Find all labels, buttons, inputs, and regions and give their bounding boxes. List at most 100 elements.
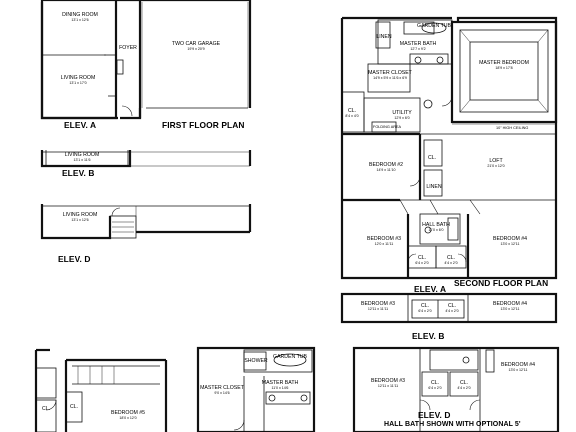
cl-left-label: CL. 8'4 x 4'0 xyxy=(345,108,358,118)
dining-room-label: DINING ROOM 13'1 x 12'6 xyxy=(62,12,98,22)
living-room-d-label: LIVING ROOM 13'1 x 12'6 xyxy=(63,212,98,222)
bottom-bedroom3-label: BEDROOM #3 12'11 x 11'11 xyxy=(371,378,405,388)
dining-room-name: DINING ROOM xyxy=(62,12,98,18)
foyer-label: FOYER xyxy=(119,45,137,51)
bedroom2-dim: 14'9 x 11'10 xyxy=(376,168,396,172)
bedroom5-name: BEDROOM #5 xyxy=(110,410,146,416)
bottom-cl2-label: CL. 4'4 x 2'0 xyxy=(457,380,470,390)
elev-b-caption-left: ELEV. B xyxy=(62,168,95,178)
utility-dim: 12'9 x 6'0 xyxy=(394,116,410,120)
bottom-cl1-label: CL. 6'4 x 2'0 xyxy=(428,380,441,390)
master-closet-label: MASTER CLOSET 14'9 x 5'9 x 11'6 x 6'9 xyxy=(368,70,412,80)
living-room-b-dim: 13'1 x 11'6 xyxy=(73,158,91,162)
garage-dim: 19'9 x 20'9 xyxy=(187,47,205,51)
garden-tub-label: GARDEN TUB xyxy=(417,23,451,29)
bedroom4-label: BEDROOM #4 13'0 x 12'11 xyxy=(493,236,527,246)
master-bath-dim: 12'7 x 9'2 xyxy=(410,47,426,51)
elev-a-caption-left: ELEV. A xyxy=(64,120,97,130)
bedroom3-name: BEDROOM #3 xyxy=(366,236,402,242)
elev-b-bedroom3-label: BEDROOM #3 12'11 x 11'11 xyxy=(361,301,395,311)
cl-b4-dim: 4'4 x 2'0 xyxy=(444,261,458,265)
second-floor-elev-b xyxy=(340,292,558,324)
bedroom3-dim: 12'0 x 11'11 xyxy=(374,242,394,246)
bottom-bedroom3-name: BEDROOM #3 xyxy=(370,378,406,384)
elev-a-caption-right: ELEV. A xyxy=(414,284,447,294)
bedroom4-name: BEDROOM #4 xyxy=(492,236,528,242)
second-floor-plan-title: SECOND FLOOR PLAN xyxy=(454,278,549,288)
bottom-garden-tub-label: GARDEN TUB xyxy=(273,354,307,360)
elev-b-cl2-dim: 4'4 x 2'0 xyxy=(445,309,459,313)
first-floor-elev-d xyxy=(40,204,252,240)
bottom-right-plan xyxy=(352,346,560,432)
bottom-master-bath-dim: 11'0 x 14'6 xyxy=(271,386,289,390)
elev-b-cl1-label: CL. 6'4 x 2'0 xyxy=(418,303,431,313)
cl-b3-dim: 6'4 x 2'0 xyxy=(415,261,429,265)
hall-bath-dim: 11'0 x 6'0 xyxy=(428,228,444,232)
folding-area-label: FOLDING AREA xyxy=(373,125,402,129)
cl-b3-name: CL. xyxy=(417,255,427,261)
bottom-bedroom4-dim: 13'0 x 12'11 xyxy=(508,368,528,372)
living-room-b-label: LIVING ROOM 13'1 x 11'6 xyxy=(65,152,100,162)
cl-left-name: CL. xyxy=(347,108,357,114)
utility-label: UTILITY 12'9 x 6'0 xyxy=(392,110,411,120)
bottom-cl2-name: CL. xyxy=(459,380,469,386)
cl-left-dim: 8'4 x 4'0 xyxy=(345,114,359,118)
bottom-cl-left2-label: CL. xyxy=(69,404,79,410)
elev-b-bedroom4-dim: 13'0 x 12'11 xyxy=(500,307,520,311)
loft-label: LOFT 21'0 x 12'0 xyxy=(487,158,504,168)
bedroom2-label: BEDROOM #2 14'9 x 11'10 xyxy=(369,162,403,172)
elev-d-caption-left: ELEV. D xyxy=(58,254,91,264)
bedroom5-label: BEDROOM #5 18'0 x 12'0 xyxy=(111,410,145,420)
cl-b4-label: CL. 4'4 x 2'0 xyxy=(444,255,457,265)
living-room-a-label: LIVING ROOM 13'1 x 17'0 xyxy=(61,75,96,85)
cl-mid-label: CL. xyxy=(427,155,437,161)
bottom-cl1-dim: 6'4 x 2'0 xyxy=(428,386,442,390)
elev-b-bedroom4-name: BEDROOM #4 xyxy=(492,301,528,307)
master-bath-name: MASTER BATH xyxy=(399,41,437,47)
hall-bath-name: HALL BATH xyxy=(422,222,450,228)
dining-room-dim: 13'1 x 12'6 xyxy=(71,18,89,22)
bottom-cl2-dim: 4'4 x 2'0 xyxy=(457,386,471,390)
elev-b-caption-right: ELEV. B xyxy=(412,331,445,341)
bottom-bedroom4-name: BEDROOM #4 xyxy=(500,362,536,368)
loft-name: LOFT xyxy=(489,158,503,164)
living-room-a-dim: 13'1 x 17'0 xyxy=(69,81,87,85)
master-bath-label: MASTER BATH 12'7 x 9'2 xyxy=(400,41,437,51)
garage-name: TWO CAR GARAGE xyxy=(171,41,221,47)
bottom-master-closet-name: MASTER CLOSET xyxy=(200,385,244,391)
bedroom2-name: BEDROOM #2 xyxy=(368,162,404,168)
elev-b-bedroom3-dim: 12'11 x 11'11 xyxy=(367,307,389,311)
living-room-a-name: LIVING ROOM xyxy=(60,75,96,81)
first-floor-plan-title: FIRST FLOOR PLAN xyxy=(162,120,245,130)
living-room-d-dim: 13'1 x 12'6 xyxy=(71,218,89,222)
elev-b-cl1-name: CL. xyxy=(420,303,430,309)
living-room-b-name: LIVING ROOM xyxy=(64,152,100,158)
bottom-middle-plan xyxy=(196,346,316,432)
elev-d-caption-right: ELEV. D xyxy=(418,410,451,420)
bottom-cl1-name: CL. xyxy=(430,380,440,386)
bedroom5-dim: 18'0 x 12'0 xyxy=(119,416,137,420)
master-bedroom-dim: 18'9 x 17'8 xyxy=(495,66,513,70)
first-floor-elev-b xyxy=(40,150,252,168)
bedroom3-label: BEDROOM #3 12'0 x 11'11 xyxy=(367,236,401,246)
elev-b-cl2-label: CL. 4'4 x 2'0 xyxy=(445,303,458,313)
bottom-shower-label: SHOWER xyxy=(244,358,268,364)
bottom-master-closet-label: MASTER CLOSET 9'0 x 14'6 xyxy=(200,385,244,395)
bottom-bedroom3-dim: 12'11 x 11'11 xyxy=(377,384,399,388)
bottom-left-plan xyxy=(34,348,168,432)
elev-b-bedroom3-name: BEDROOM #3 xyxy=(360,301,396,307)
bottom-master-bath-name: MASTER BATH xyxy=(261,380,299,386)
second-floor-plan xyxy=(340,16,558,280)
master-closet-name: MASTER CLOSET xyxy=(368,70,412,76)
living-room-d-name: LIVING ROOM xyxy=(62,212,98,218)
bottom-master-bath-label: MASTER BATH 11'0 x 14'6 xyxy=(262,380,299,390)
elev-b-cl1-dim: 6'4 x 2'0 xyxy=(418,309,432,313)
loft-dim: 21'0 x 12'0 xyxy=(487,164,505,168)
master-bedroom-name: MASTER BEDROOM xyxy=(479,60,529,66)
hall-bath-label: HALL BATH 11'0 x 6'0 xyxy=(422,222,450,232)
linen-top-label: LINEN xyxy=(376,34,392,40)
bedroom4-dim: 13'0 x 12'11 xyxy=(500,242,520,246)
linen-mid-label: LINEN xyxy=(426,184,442,190)
cl-b3-label: CL. 6'4 x 2'0 xyxy=(415,255,428,265)
master-bedroom-label: MASTER BEDROOM 18'9 x 17'8 xyxy=(479,60,529,70)
